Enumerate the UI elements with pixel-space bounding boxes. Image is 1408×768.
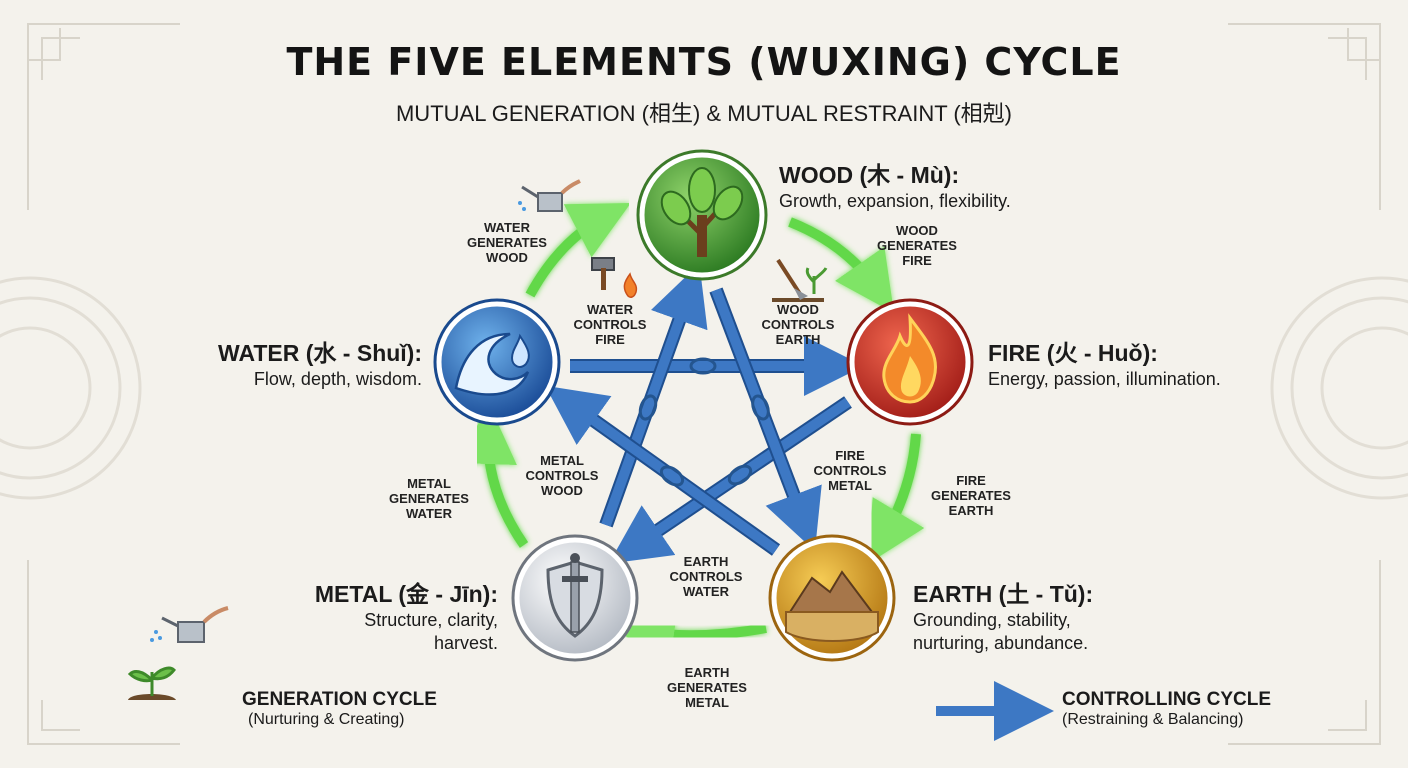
earth-desc-1: Grounding, stability,: [913, 610, 1071, 630]
legend-sprout-icon: [127, 666, 176, 700]
hammer-fire-icon: [591, 257, 638, 298]
fire-name: FIRE (火 - Huǒ):: [988, 340, 1158, 366]
wave-icon: [454, 332, 530, 396]
fire-label: FIRE (火 - Huǒ): Energy, passion, illumin…: [988, 334, 1221, 391]
ctrl-arrow-water-fire-chain-link: [689, 357, 717, 375]
flame-icon: [882, 313, 937, 404]
gen-label-earth-metal: EARTH GENERATES METAL: [667, 665, 747, 710]
ctrl-arrow-wood-earth-shaft: [711, 288, 822, 552]
ctrl-label-water-fire: WATER CONTROLS FIRE: [573, 302, 647, 347]
ctrl-arrow-earth-water-shaft: [545, 385, 779, 555]
ctrl-arrow-metal-wood: [599, 263, 708, 528]
ctrl-arrow-metal-wood-shaft: [601, 263, 708, 527]
ctrl-arrow-earth-water: [545, 385, 781, 556]
gen-arrow-wood-fire-shaft: [788, 217, 894, 313]
ctrl-label-wood-earth: WOOD CONTROLS EARTH: [761, 302, 835, 347]
earth-name: EARTH (土 - Tǔ):: [913, 581, 1094, 607]
gen-arrow-metal-water-shaft: [456, 404, 529, 548]
metal-desc-2: harvest.: [433, 633, 498, 653]
legend-controlling-title: CONTROLLING CYCLE: [1062, 689, 1271, 710]
legend-controlling-sub: (Restraining & Balancing): [1062, 711, 1244, 728]
wood-name: WOOD (木 - Mù):: [779, 162, 960, 188]
water-circle[interactable]: [433, 298, 561, 426]
ctrl-label-metal-wood: METAL CONTROLS WOOD: [525, 453, 599, 498]
shovel-sprout-icon: [772, 258, 828, 302]
ctrl-arrow-earth-water-chain-link: [659, 465, 685, 487]
page-subtitle: MUTUAL GENERATION (相生) & MUTUAL RESTRAIN…: [395, 101, 1013, 126]
metal-desc-1: Structure, clarity,: [364, 610, 498, 630]
ctrl-arrow-fire-metal-chain-link: [727, 464, 753, 486]
earth-label: EARTH (土 - Tǔ): Grounding, stability, nu…: [913, 575, 1093, 655]
legend-watering-can-icon: [150, 606, 229, 643]
watering-can-icon: [518, 179, 581, 212]
ctrl-arrow-wood-earth-chain-link: [751, 394, 770, 421]
wood-label: WOOD (木 - Mù): Growth, expansion, flexib…: [779, 156, 1011, 213]
ctrl-arrow-wood-earth: [709, 287, 822, 552]
gen-arrow-metal-water: [456, 404, 529, 548]
gen-label-wood-fire: WOOD GENERATES FIRE: [877, 223, 957, 268]
gen-arrow-water-wood-shaft: [525, 203, 631, 298]
gen-label-metal-water: METAL GENERATES WATER: [389, 476, 469, 521]
right-medallion: [1270, 276, 1408, 500]
ctrl-arrow-water-fire: [570, 336, 864, 396]
gen-arrow-wood-fire: [788, 217, 894, 313]
metal-label: METAL (金 - Jīn): Structure, clarity, har…: [250, 575, 498, 655]
metal-name: METAL (金 - Jīn):: [314, 581, 498, 607]
wood-desc: Growth, expansion, flexibility.: [779, 191, 1011, 211]
page-title: THE FIVE ELEMENTS (WUXING) CYCLE: [286, 40, 1122, 84]
earth-circle[interactable]: [768, 534, 896, 662]
rocks-icon: [785, 570, 879, 642]
legend-controlling: CONTROLLING CYCLE (Restraining & Balanci…: [1062, 689, 1271, 729]
ctrl-label-earth-water: EARTH CONTROLS WATER: [669, 554, 743, 599]
left-medallion: [0, 276, 142, 500]
ctrl-arrow-fire-metal: [608, 396, 852, 564]
control-arrows: [545, 263, 864, 564]
wood-circle[interactable]: [636, 149, 768, 281]
gen-arrow-fire-earth: [867, 433, 925, 565]
gen-label-water-wood: WATER GENERATES WOOD: [467, 220, 547, 265]
legend-generation-sub: (Nurturing & Creating): [248, 711, 405, 728]
water-desc: Flow, depth, wisdom.: [253, 369, 422, 389]
gen-arrow-earth-metal-shaft: [614, 606, 767, 666]
ctrl-arrow-metal-wood-chain-link: [638, 394, 658, 421]
tree-icon: [660, 167, 744, 257]
water-label: WATER (水 - Shuǐ): Flow, depth, wisdom.: [170, 334, 422, 391]
earth-desc-2: nurturing, abundance.: [913, 633, 1089, 653]
gen-arrow-water-wood: [525, 203, 631, 298]
generation-arrows: [456, 203, 925, 666]
water-name: WATER (水 - Shuǐ):: [218, 340, 422, 366]
fire-desc: Energy, passion, illumination.: [988, 369, 1221, 389]
ctrl-label-fire-metal: FIRE CONTROLS METAL: [813, 448, 887, 493]
gen-arrow-earth-metal: [614, 606, 767, 666]
gen-arrow-fire-earth-shaft: [867, 433, 925, 565]
legend-generation-title: GENERATION CYCLE: [242, 689, 437, 710]
corner-ornaments: [27, 23, 1381, 745]
ctrl-arrow-fire-metal-shaft: [608, 397, 851, 564]
legend-generation: GENERATION CYCLE (Nurturing & Creating): [242, 689, 437, 729]
fire-circle[interactable]: [846, 298, 974, 426]
metal-circle[interactable]: [511, 534, 639, 662]
shield-sword-icon: [546, 553, 604, 638]
gen-label-fire-earth: FIRE GENERATES EARTH: [931, 473, 1011, 518]
